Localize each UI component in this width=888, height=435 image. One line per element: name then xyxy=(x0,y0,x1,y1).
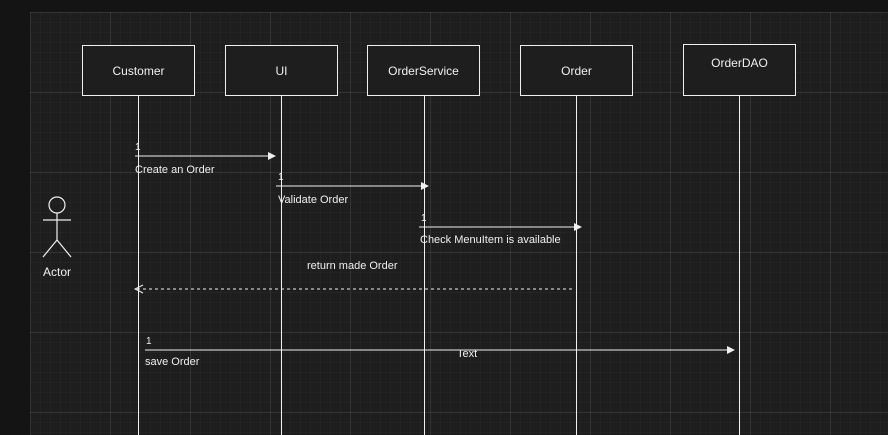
message-label[interactable]: Check MenuItem is available xyxy=(420,234,561,246)
actor-label: Actor xyxy=(43,265,72,279)
message-inline-text[interactable]: Text xyxy=(457,348,478,360)
message-label[interactable]: save Order xyxy=(145,356,200,368)
message-label[interactable]: Create an Order xyxy=(135,164,215,176)
canvas-frame-left xyxy=(0,0,30,435)
message-number: 1 xyxy=(146,336,152,347)
participant-orderdao[interactable]: OrderDAO xyxy=(683,44,796,96)
participant-order[interactable]: Order xyxy=(520,45,633,96)
message-number: 1 xyxy=(421,213,427,224)
actor-icon[interactable] xyxy=(42,196,72,258)
participant-orderservice[interactable]: OrderService xyxy=(367,45,480,96)
message-label[interactable]: Validate Order xyxy=(278,194,349,206)
lifeline-orderservice[interactable] xyxy=(424,95,425,435)
lifeline-order[interactable] xyxy=(576,95,577,435)
lifeline-orderdao[interactable] xyxy=(739,95,740,435)
message-create-order-arrow[interactable] xyxy=(135,152,276,160)
message-label[interactable]: return made Order xyxy=(307,260,398,272)
message-number: 1 xyxy=(135,142,141,153)
canvas-frame-top xyxy=(0,0,888,12)
participant-ui[interactable]: UI xyxy=(225,45,338,96)
message-number: 1 xyxy=(278,172,284,183)
message-check-menuitem-arrow[interactable] xyxy=(419,223,582,231)
lifeline-customer[interactable] xyxy=(138,95,139,435)
message-save-order-arrow[interactable] xyxy=(145,346,735,354)
message-validate-order-arrow[interactable] xyxy=(276,182,429,190)
participant-customer[interactable]: Customer xyxy=(82,45,195,96)
message-return-order-arrow[interactable] xyxy=(133,284,572,294)
lifeline-ui[interactable] xyxy=(281,95,282,435)
